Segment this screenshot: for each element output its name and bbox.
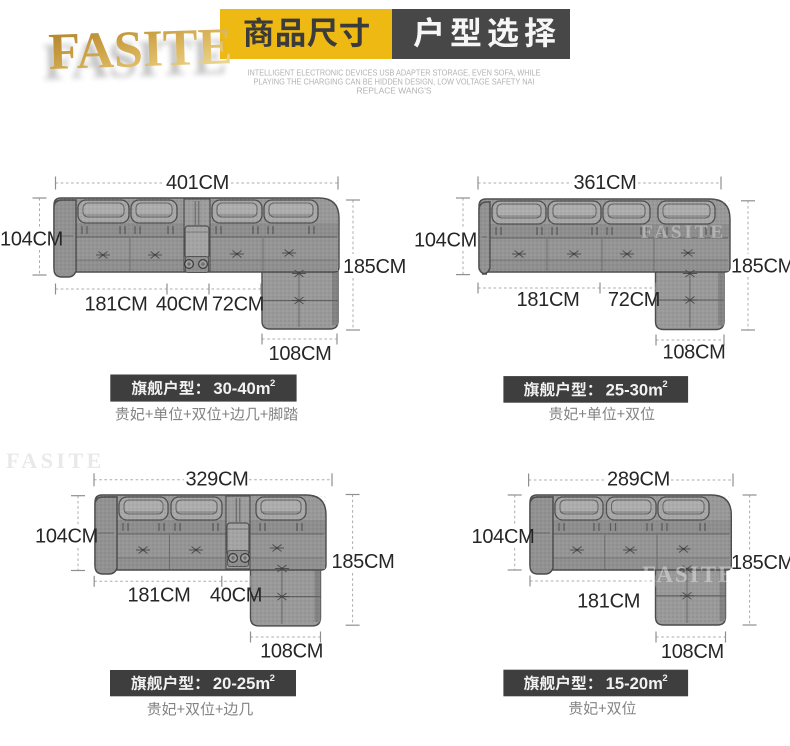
svg-text:2: 2	[270, 378, 275, 389]
svg-text:40CM: 40CM	[156, 294, 208, 316]
svg-text:2: 2	[270, 673, 275, 684]
svg-text:FASITE: FASITE	[48, 18, 234, 81]
svg-text:181CM: 181CM	[577, 591, 640, 613]
svg-text:2: 2	[662, 379, 667, 390]
svg-text:INTELLIGENT ELECTRONIC DEVICES: INTELLIGENT ELECTRONIC DEVICES USB ADAPT…	[248, 67, 541, 77]
svg-text:PLAYING THE CHARGING CAN BE HI: PLAYING THE CHARGING CAN BE HIDDEN DESIG…	[254, 76, 535, 86]
svg-text:108CM: 108CM	[661, 641, 724, 663]
svg-text:181CM: 181CM	[128, 585, 191, 607]
svg-text:289CM: 289CM	[607, 468, 670, 490]
svg-text:108CM: 108CM	[269, 343, 332, 365]
svg-text:72CM: 72CM	[212, 294, 264, 316]
svg-text:108CM: 108CM	[260, 641, 323, 663]
svg-text:30-40m: 30-40m	[213, 379, 270, 398]
svg-text:185CM: 185CM	[731, 256, 790, 278]
svg-text:15-20m: 15-20m	[606, 674, 663, 693]
svg-text:185CM: 185CM	[332, 551, 395, 573]
svg-text:104CM: 104CM	[472, 526, 535, 548]
svg-text:25-30m: 25-30m	[606, 380, 663, 399]
svg-text:FASITE: FASITE	[642, 562, 735, 587]
svg-text:181CM: 181CM	[85, 294, 148, 316]
svg-text:185CM: 185CM	[731, 552, 790, 574]
svg-text:FASITE: FASITE	[6, 448, 105, 473]
svg-text:104CM: 104CM	[414, 230, 477, 252]
svg-text:2: 2	[662, 673, 667, 684]
svg-text:329CM: 329CM	[186, 468, 249, 490]
svg-text:104CM: 104CM	[0, 229, 63, 251]
svg-text:361CM: 361CM	[574, 172, 637, 194]
svg-text:104CM: 104CM	[35, 526, 98, 548]
svg-text:FASITE: FASITE	[641, 222, 726, 243]
svg-text:181CM: 181CM	[517, 289, 580, 311]
svg-text:108CM: 108CM	[663, 342, 726, 364]
svg-text:20-25m: 20-25m	[213, 674, 270, 693]
svg-text:40CM: 40CM	[210, 585, 262, 607]
svg-text:72CM: 72CM	[608, 289, 660, 311]
svg-text:REPLACE WANG'S: REPLACE WANG'S	[357, 85, 432, 95]
svg-text:185CM: 185CM	[343, 256, 406, 278]
svg-text:401CM: 401CM	[166, 172, 229, 194]
svg-text:FASITE: FASITE	[42, 28, 228, 91]
